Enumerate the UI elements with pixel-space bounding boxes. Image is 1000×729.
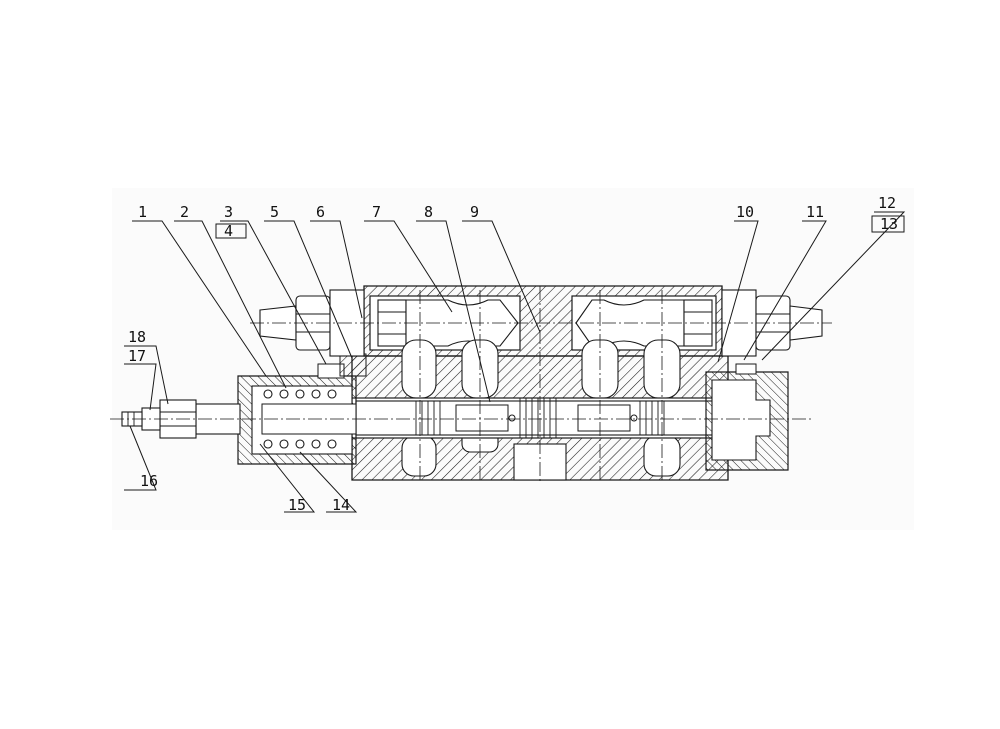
callout-9: 9	[470, 203, 479, 221]
callout-12: 12	[878, 194, 896, 212]
callout-3: 3	[224, 203, 233, 221]
callout-8: 8	[424, 203, 433, 221]
callout-13: 13	[880, 215, 898, 233]
callout-14: 14	[332, 496, 350, 514]
callout-5: 5	[270, 203, 279, 221]
callout-18: 18	[128, 328, 146, 346]
spring-coils	[263, 389, 337, 449]
callout-6: 6	[316, 203, 325, 221]
callout-leaders	[124, 211, 906, 513]
spool	[355, 398, 717, 438]
callout-17: 17	[128, 347, 146, 365]
callout-15: 15	[288, 496, 306, 514]
callout-4: 4	[224, 222, 233, 240]
center-lines	[110, 286, 832, 484]
callout-labels: 1 2 3 4 5 6 7 8 9 10 11 12 13 14 15 16 1…	[128, 194, 898, 514]
right-end-cap	[705, 363, 789, 471]
callout-10: 10	[736, 203, 754, 221]
callout-16: 16	[140, 472, 158, 490]
callout-7: 7	[372, 203, 381, 221]
valve-body	[110, 285, 832, 484]
callout-11: 11	[806, 203, 824, 221]
callout-1: 1	[138, 203, 147, 221]
callout-2: 2	[180, 203, 189, 221]
